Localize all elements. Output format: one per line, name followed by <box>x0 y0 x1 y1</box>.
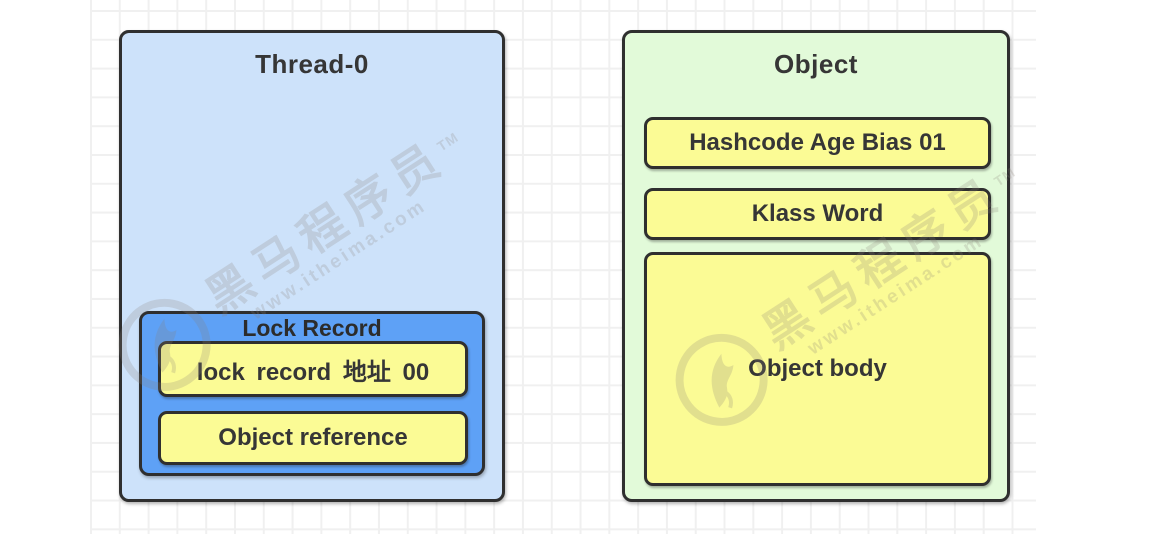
klass-word-cell: Klass Word <box>644 188 991 240</box>
hashcode-age-bias-cell: Hashcode Age Bias 01 <box>644 117 991 169</box>
thread-box-title: Thread-0 <box>255 49 369 79</box>
lock-record-title: Lock Record <box>242 315 382 341</box>
thread-box: Thread-0 Lock Record lock record 地址 00 O… <box>119 30 505 502</box>
object-reference-cell: Object reference <box>158 411 468 465</box>
object-box-title: Object <box>774 49 858 79</box>
object-body-cell: Object body <box>644 252 991 486</box>
lock-record-box: Lock Record lock record 地址 00 Object ref… <box>139 311 485 476</box>
object-box: Object Hashcode Age Bias 01 Klass Word O… <box>622 30 1010 502</box>
lock-record-address-cell: lock record 地址 00 <box>158 341 468 397</box>
